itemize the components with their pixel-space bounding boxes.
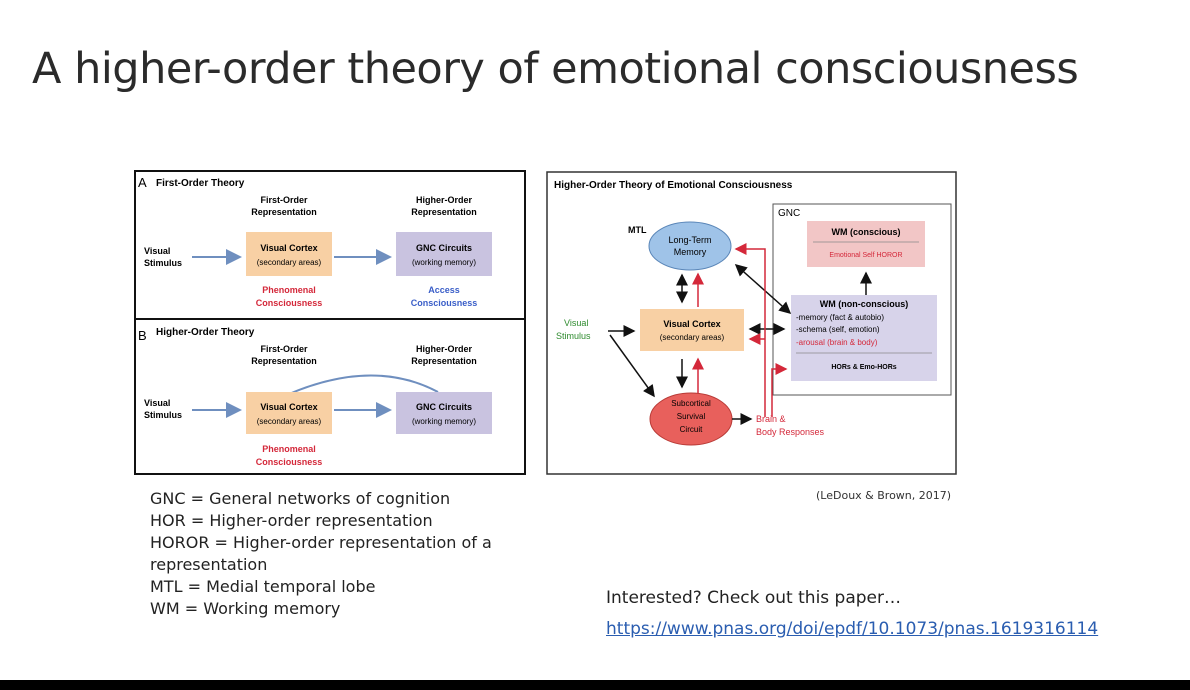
ltm-line2: Memory [674,247,707,257]
a-box1-line2: (secondary areas) [257,258,322,267]
a-access-line2: Consciousness [411,298,478,308]
slide-title: A higher-order theory of emotional consc… [32,44,1079,94]
wm-nonconscious-box [791,295,937,381]
b-arc-arrow [288,374,439,395]
panel-a-title: First-Order Theory [156,178,245,189]
vc-line1: Visual Cortex [663,319,720,329]
wm-conscious-label: WM (conscious) [832,227,901,237]
a-visual-cortex-box [246,232,332,276]
abbreviation-legend: GNC = General networks of cognition HOR … [150,488,492,620]
b-col2-line2: Representation [411,356,477,366]
legend-line: representation [150,555,268,574]
b-box2-line2: (working memory) [412,417,476,426]
b-phenomenal-line1: Phenomenal [262,444,316,454]
panel-b-letter: B [138,328,147,343]
b-col1-line1: First-Order [260,344,308,354]
a-input-line1: Visual [144,246,170,256]
long-term-memory-oval [648,221,732,271]
paper-link[interactable]: https://www.pnas.org/doi/epdf/10.1073/pn… [606,619,1099,639]
bottom-bar [0,680,1190,690]
visual-cortex-box [640,309,744,351]
wmn-line3: -arousal (brain & body) [796,338,878,347]
a-phenomenal-line2: Consciousness [256,298,323,308]
b-input-line2: Stimulus [144,410,182,420]
sc-line2: Survival [677,412,706,421]
legend-line: GNC = General networks of cognition [150,489,451,508]
wm-nonconscious-label: WM (non-conscious) [820,299,909,309]
a-gnc-box [396,232,492,276]
b-box2-line1: GNC Circuits [416,402,472,412]
citation: (LeDoux & Brown, 2017) [816,489,952,502]
a-input-line2: Stimulus [144,258,182,268]
wm-conscious-sub: Emotional Self HOROR [829,252,902,259]
b-col1-line2: Representation [251,356,317,366]
sc-line3: Circuit [680,425,703,434]
hors-label: HORs & Emo-HORs [831,364,896,371]
legend-line: WM = Working memory [150,599,341,618]
panel-a-letter: A [138,175,147,190]
interested-text: Interested? Check out this paper… [606,588,902,608]
wmn-line2: -schema (self, emotion) [796,325,880,334]
right-figure-title: Higher-Order Theory of Emotional Conscio… [554,180,793,191]
wm-conscious-box [807,221,925,267]
vs-line1: Visual [564,318,588,328]
b-visual-cortex-box [246,392,332,434]
emotional-consciousness-diagram: Higher-Order Theory of Emotional Conscio… [546,171,957,475]
b-col2-line1: Higher-Order [416,344,473,354]
b-phenomenal-line2: Consciousness [256,457,323,467]
a-col1-line1: First-Order [260,195,308,205]
b-input-line1: Visual [144,398,170,408]
panel-b-title: Higher-Order Theory [156,327,255,338]
a-box2-line1: GNC Circuits [416,243,472,253]
sc-line1: Subcortical [671,399,711,408]
a-col1-line2: Representation [251,207,317,217]
ltm-line1: Long-Term [668,235,711,245]
a-col2-line1: Higher-Order [416,195,473,205]
b-box1-line2: (secondary areas) [257,417,322,426]
a-access-line1: Access [428,285,460,295]
a-col2-line2: Representation [411,207,477,217]
red-feedback-to-wm [771,363,788,417]
a-phenomenal-line1: Phenomenal [262,285,316,295]
gnc-label: GNC [778,208,800,219]
legend-line: MTL = Medial temporal lobe [150,577,376,596]
vc-line2: (secondary areas) [660,333,725,342]
wmn-line1: -memory (fact & autobio) [796,313,884,322]
vs-to-sc-arrow [609,334,655,398]
vs-line2: Stimulus [556,331,591,341]
legend-line: HOROR = Higher-order representation of a [150,533,492,552]
mtl-label: MTL [628,225,647,235]
ltm-wm-arrow [734,264,792,314]
br-line1: Brain & [756,414,786,424]
red-feedback-to-ltm [734,243,766,417]
a-box2-line2: (working memory) [412,258,476,267]
b-gnc-box [396,392,492,434]
b-box1-line1: Visual Cortex [260,402,317,412]
br-line2: Body Responses [756,427,825,437]
a-box1-line1: Visual Cortex [260,243,317,253]
first-vs-higher-order-diagram: A First-Order Theory First-Order Represe… [134,170,526,475]
legend-line: HOR = Higher-order representation [150,511,433,530]
